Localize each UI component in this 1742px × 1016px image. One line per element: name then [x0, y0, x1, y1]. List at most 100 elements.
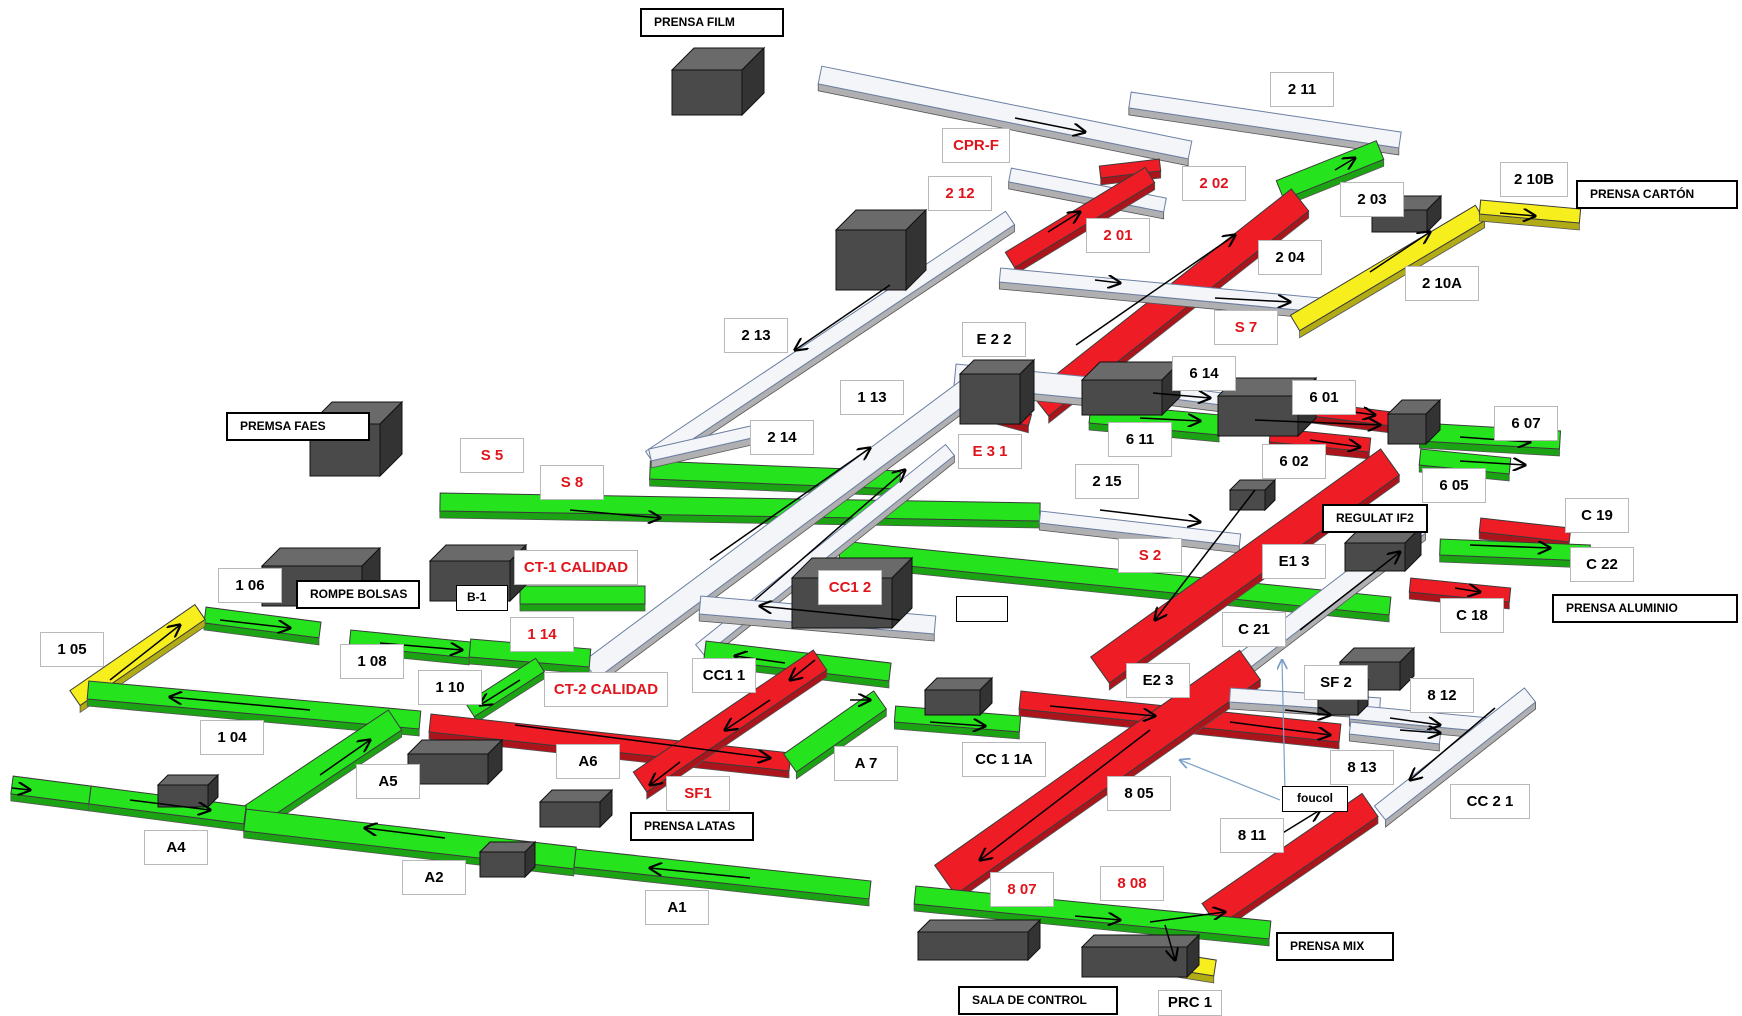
arrow-foucol-a — [1282, 660, 1285, 793]
belt-ct1 — [519, 585, 646, 612]
belt-cc2-1 — [1373, 687, 1537, 828]
small-black-box — [956, 596, 1008, 622]
label-6-11: 6 11 — [1108, 422, 1172, 457]
arrow-1-06 — [219, 619, 290, 628]
arrow-sf1 — [725, 699, 771, 730]
label-e-2-2: E 2 2 — [962, 322, 1026, 357]
arrow-e2-3-b — [1229, 721, 1330, 735]
label-s-5: S 5 — [460, 438, 524, 473]
label-8-08: 8 08 — [1100, 866, 1164, 901]
arrow-1-13b — [754, 470, 905, 601]
belt-c22 — [1439, 538, 1591, 569]
label-2-02: 2 02 — [1182, 166, 1246, 201]
label-e2-3: E2 3 — [1126, 663, 1190, 698]
arrow-cc1-2 — [760, 606, 901, 621]
belt-2-13 — [644, 210, 1016, 473]
arrow-2-01 — [1047, 212, 1080, 233]
label-8-05: 8 05 — [1107, 776, 1171, 811]
label-6-05: 6 05 — [1422, 468, 1486, 503]
label-1-06: 1 06 — [218, 568, 282, 603]
arrow-2-02 — [1075, 235, 1235, 346]
label-sf1: SF1 — [666, 776, 730, 811]
label-ct-1-calidad: CT-1 CALIDAD — [514, 550, 638, 585]
arrow-e2-3 — [1049, 705, 1155, 716]
flow-arrows — [11, 117, 1550, 960]
press-block-a6 — [406, 738, 504, 786]
label-2-13: 2 13 — [724, 318, 788, 353]
arrow-a4-left — [11, 788, 30, 790]
arrow-s7-a — [1094, 280, 1120, 283]
arrow-8-12 — [1389, 718, 1440, 725]
label-a-7: A 7 — [834, 746, 898, 781]
arrow-a2 — [365, 828, 446, 839]
prensa-latas-machine — [538, 788, 614, 829]
arrow-cc1-1 — [735, 656, 786, 663]
arrow-prc1 — [1164, 924, 1175, 960]
arrow-e-3-1 — [1254, 420, 1380, 425]
label-1-08: 1 08 — [340, 644, 404, 679]
label-8-13: 8 13 — [1330, 750, 1394, 785]
arrow-2-15 — [1099, 509, 1200, 522]
label-6-01: 6 01 — [1292, 380, 1356, 415]
arrow-s7-b — [1214, 298, 1290, 302]
arrow-2-10a — [1369, 232, 1430, 273]
arrow-foucol-b — [1180, 760, 1281, 801]
arrow-s8 — [569, 509, 660, 518]
label-c-18: C 18 — [1440, 598, 1504, 633]
regulat-if2-box: REGULAT IF2 — [1322, 504, 1428, 533]
label-2-11: 2 11 — [1270, 72, 1334, 107]
label-2-01: 2 01 — [1086, 218, 1150, 253]
arrow-8-05 — [980, 729, 1151, 860]
belt-2-11 — [1128, 91, 1402, 156]
arrow-1-05 — [109, 625, 180, 681]
label-ct-2-calidad: CT-2 CALIDAD — [544, 672, 668, 707]
press-block-a4 — [156, 773, 220, 809]
press-block-2-13 — [834, 208, 928, 292]
label-a2: A2 — [402, 860, 466, 895]
sala-control-machine — [916, 918, 1042, 962]
label-1-04: 1 04 — [200, 720, 264, 755]
belt-8-11 — [1201, 792, 1379, 935]
prensa-film-machine — [670, 46, 766, 117]
press-block-6-01 — [1080, 360, 1182, 417]
arrow-6-11 — [1139, 418, 1200, 421]
arrow-6-05 — [1459, 461, 1525, 465]
b-1-box: B-1 — [456, 585, 508, 611]
label-1-14: 1 14 — [510, 617, 574, 652]
label-6-02: 6 02 — [1262, 444, 1326, 479]
label-prc-1: PRC 1 — [1158, 990, 1222, 1016]
label-s-7: S 7 — [1214, 310, 1278, 345]
prensa-mix-box: PRENSA MIX — [1276, 932, 1394, 961]
label-cpr-f: CPR-F — [942, 128, 1010, 163]
label-sf-2: SF 2 — [1304, 665, 1368, 700]
label-a1: A1 — [645, 890, 709, 925]
label-1-10: 1 10 — [418, 670, 482, 705]
prensa-carton-box: PRENSA CARTÓN — [1576, 180, 1738, 209]
regulat-machine — [1228, 478, 1277, 512]
label-8-11: 8 11 — [1220, 818, 1284, 853]
foucol-box: foucol — [1282, 786, 1348, 812]
label-6-14: 6 14 — [1172, 356, 1236, 391]
arrow-8-08-curve — [1149, 912, 1225, 923]
belt-a4-left — [10, 775, 92, 812]
arrow-8-07 — [1074, 916, 1120, 920]
rompe-bolsas-box: ROMPE BOLSAS — [296, 580, 420, 609]
press-block-e22 — [958, 358, 1036, 426]
conveyor-belts — [10, 65, 1591, 984]
label-cc1-2: CC1 2 — [818, 570, 882, 605]
arrow-a5 — [319, 740, 370, 776]
prensa-aluminio-box: PRENSA ALUMINIO — [1552, 594, 1738, 623]
arrow-sf2 — [1284, 710, 1330, 715]
label-c-19: C 19 — [1565, 498, 1629, 533]
arrow-a1 — [650, 868, 751, 879]
label-2-10b: 2 10B — [1500, 162, 1568, 197]
arrow-cc11a — [929, 722, 985, 726]
label-c-22: C 22 — [1570, 547, 1634, 582]
press-block-6-07 — [1386, 398, 1442, 446]
label-2-10a: 2 10A — [1405, 266, 1479, 301]
prensa-latas-box: PRENSA LATAS — [630, 812, 754, 841]
arrow-1-13 — [709, 448, 870, 561]
belt-2-10a — [1289, 204, 1486, 339]
arrow-c21 — [1299, 552, 1400, 631]
